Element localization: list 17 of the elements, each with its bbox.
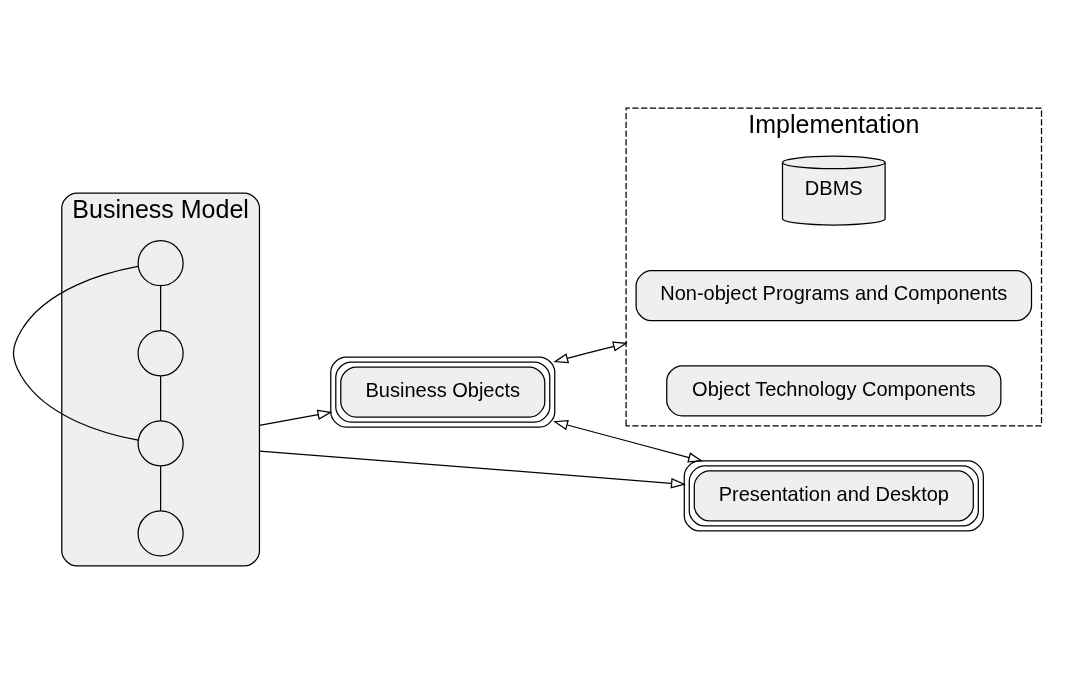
node-circle: [137, 329, 184, 376]
node-box: Object Technology Components: [666, 364, 1002, 416]
arrow: [553, 340, 628, 363]
node-circle: [137, 239, 184, 286]
connector: [160, 284, 162, 331]
arrow: [258, 409, 333, 426]
node-circle: [137, 419, 184, 466]
cluster: Business Model: [61, 191, 261, 567]
arrow: [258, 449, 686, 488]
connector: [160, 464, 162, 512]
connector: [160, 374, 162, 421]
connector: [12, 265, 139, 441]
node-box: Presentation and Desktop: [683, 459, 984, 532]
node-box: Business Objects: [330, 355, 556, 428]
node-box: Non-object Programs and Components: [635, 269, 1033, 321]
arrow: [553, 419, 704, 462]
node-circle: [137, 509, 184, 557]
